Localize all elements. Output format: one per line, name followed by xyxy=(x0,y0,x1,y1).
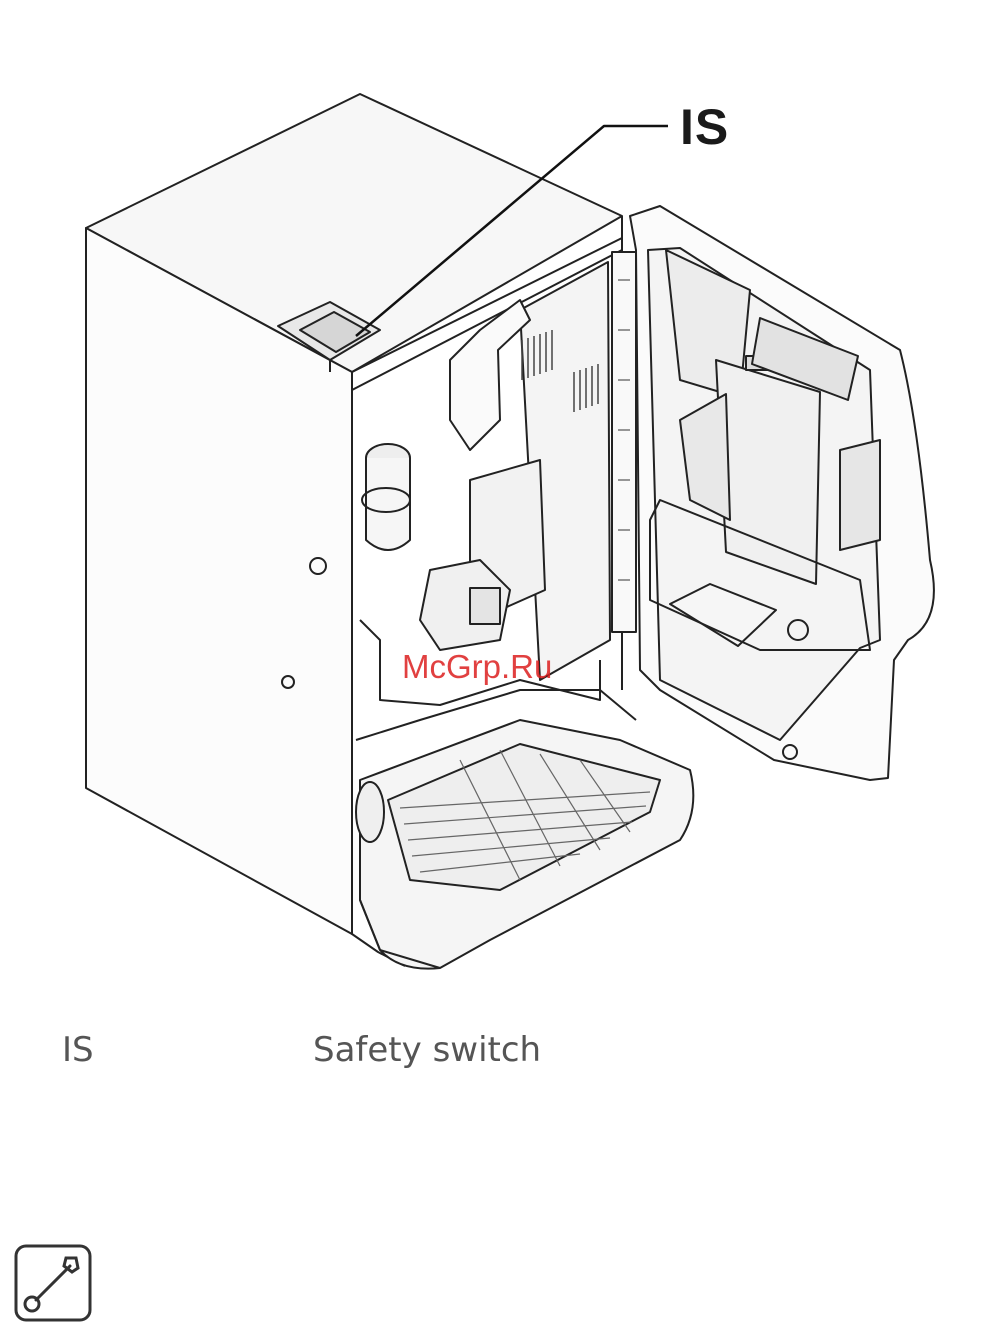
legend-code: IS xyxy=(62,1030,94,1070)
vending-machine-illustration xyxy=(0,0,990,1000)
wrench-icon xyxy=(14,1244,92,1322)
callout-label-is: IS xyxy=(680,98,729,156)
legend-description: Safety switch xyxy=(313,1030,541,1070)
watermark: McGrp.Ru xyxy=(402,648,552,686)
